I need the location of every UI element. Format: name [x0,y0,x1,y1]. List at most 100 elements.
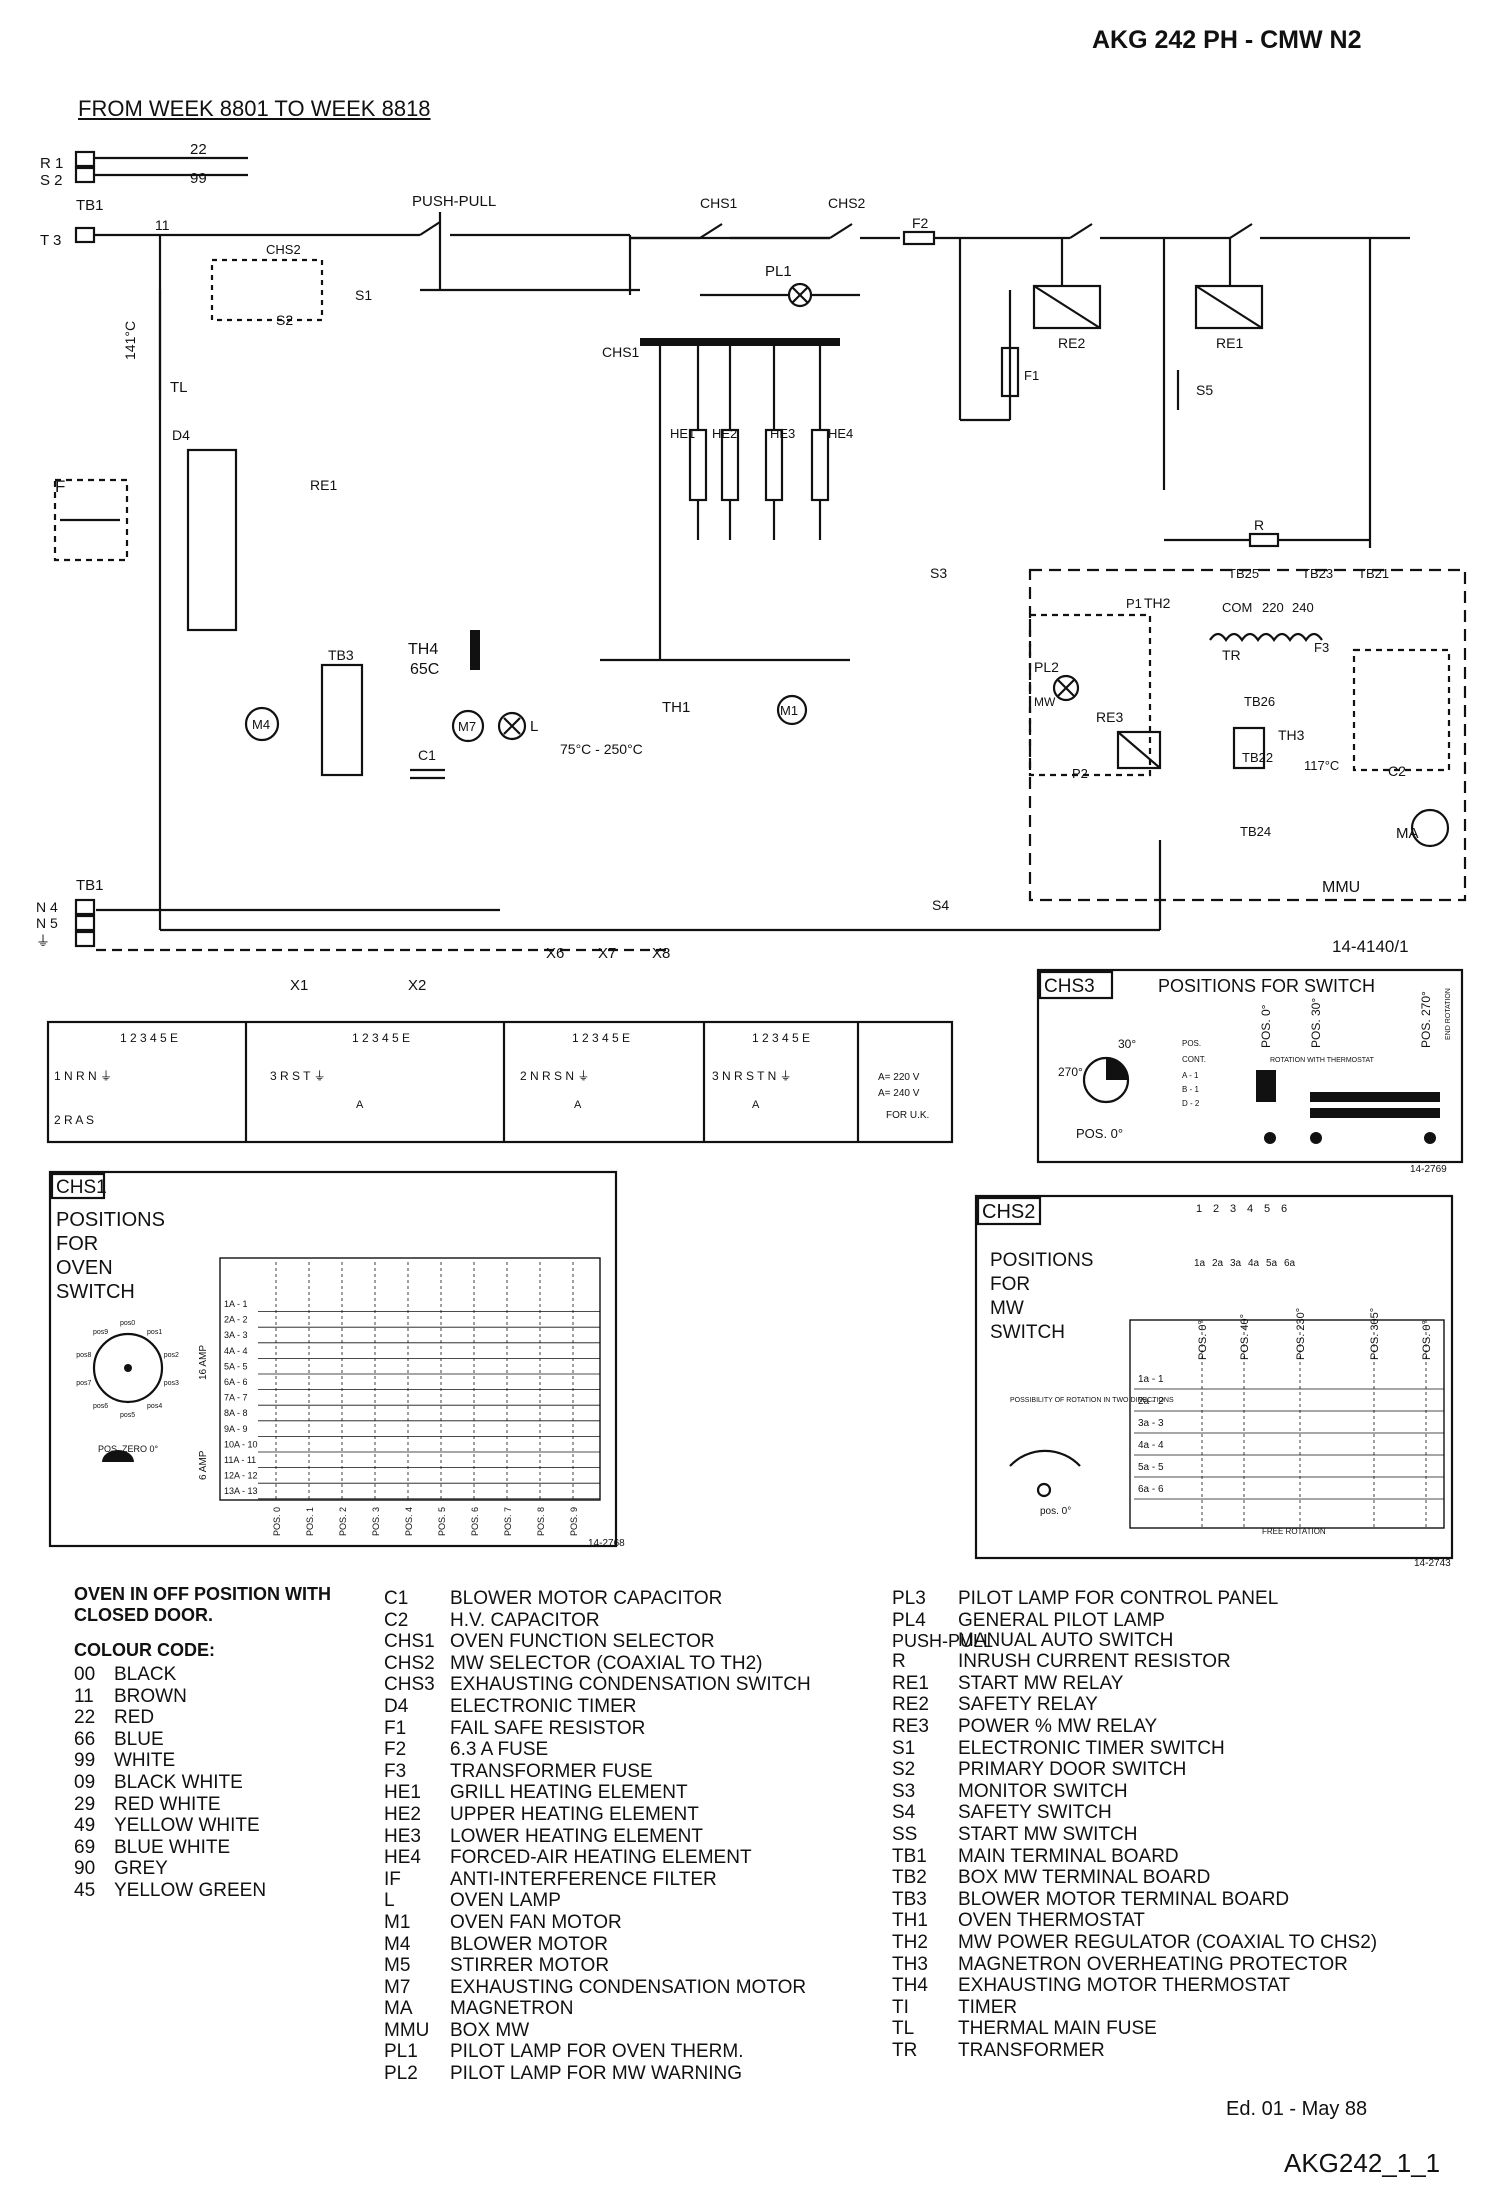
f1-resistor [1000,346,1020,398]
tb3-label: TB3 [328,647,354,663]
tb22-board [1232,726,1266,770]
tl-label: TL [170,379,188,396]
f1-label: F1 [1024,368,1039,383]
chs2-contact-row-label: 1a - 1 [1138,1374,1164,1385]
chs1-position-column-label: POS. 6 [470,1507,480,1536]
chs1-position-column-label: POS. 4 [404,1507,414,1536]
chs3-grid-cont: CONT. [1182,1055,1206,1064]
chs2-contact-row-label: 6a - 6 [1138,1484,1164,1495]
chs2-upper-left-label: CHS2 [266,242,301,257]
r-label: R [1254,517,1264,533]
d4-label: D4 [172,427,190,443]
conn1-terminals: 1 2 3 4 5 E [120,1031,178,1045]
th1-label: TH1 [662,699,690,716]
ma-label: MA [1396,825,1419,842]
c1-label: C1 [418,747,436,763]
if-label: F [55,477,65,496]
chs3-pos-0: POS. 0° [1259,1004,1273,1048]
re2-label: RE2 [1058,335,1085,351]
chs1-position-column-label: POS. 8 [536,1507,546,1536]
chs1-box-name: CHS1 [56,1177,107,1198]
conn4-row2: A [752,1099,760,1111]
chs2-dial-label: pos. 0° [1040,1506,1071,1517]
filter-if [53,478,129,562]
terminal-n4-label: N 4 [36,899,58,915]
terminal-r [74,150,96,168]
chs1-dial-label: pos9 [93,1329,108,1336]
conn-note-240: A= 240 V [878,1088,920,1099]
m7-label: M7 [458,719,476,734]
chs1-contact-row-label: 1A - 1 [224,1299,248,1309]
th4-label: TH4 [408,641,438,658]
tb26-label: TB26 [1244,694,1275,709]
re2-relay [1032,284,1102,330]
period-subtitle: FROM WEEK 8801 TO WEEK 8818 [78,96,431,121]
m1-motor [776,694,808,726]
chs3-end-note: END ROTATION [1445,988,1452,1040]
chs2-rotation-arc [1009,1449,1081,1467]
chs1-dial-label: pos6 [93,1403,108,1410]
conn3-row2: A [574,1099,582,1111]
chs3-grid-pos: POS. [1182,1039,1201,1048]
f3-label: F3 [1314,640,1329,655]
chs1-contact-row-label: 5A - 5 [224,1361,248,1371]
chs1-title-3: OVEN [56,1257,113,1279]
chs2-position-column-label: POS. 40° [1239,1314,1251,1360]
off-position-note: OVEN IN OFF POSITION WITH CLOSED DOOR. [74,1584,332,1625]
tl-temp-label: 141°C [122,321,138,360]
conn3-terminals: 1 2 3 4 5 E [572,1031,630,1045]
tb21-label: TB21 [1358,566,1389,581]
conn4-terminals: 1 2 3 4 5 E [752,1031,810,1045]
m1-label: M1 [780,703,798,718]
chs2-contact-bottom-label: 1a [1194,1258,1206,1269]
chs1-position-column-label: POS. 5 [437,1507,447,1536]
connection-diagrams: 1 2 3 4 5 E 1 N R N ⏚ 2 R A S 1 2 3 4 5 … [46,1020,954,1144]
wiring-schematic: 22 99 R 1 S 2 T 3 TB1 11 PUSH-PULL CHS1 … [36,141,1467,1569]
terminal-t [74,226,96,244]
edition-label: Ed. 01 - May 88 [1226,2098,1368,2120]
chs2-contact-top-label: 4 [1247,1203,1253,1215]
th2-p1-label: P1 [1126,596,1142,611]
earth-x6-label: X6 [546,945,564,962]
chs3-angle-30: 30° [1118,1037,1136,1051]
chs1-position-column-label: POS. 2 [338,1507,348,1536]
f2-label: F2 [912,215,929,231]
mmu-box [1028,568,1467,902]
chs3-row-d2: D - 2 [1182,1099,1200,1108]
re1-contact-label: RE1 [310,477,337,493]
chs3-pos-270: POS. 270° [1419,991,1433,1048]
chs2-top-label: CHS2 [828,195,866,211]
chs1-contact-bus [640,338,840,346]
pl2-label: PL2 [1034,659,1059,675]
push-pull-label: PUSH-PULL [412,193,496,210]
he3-label: HE3 [770,426,795,441]
terminal-earth-label: ⏚ [36,933,50,949]
wire-11-label: 11 [155,217,170,233]
earth-x7-label: X7 [598,945,616,962]
chs2-position-column-label: POS. 305° [1369,1308,1381,1360]
chs3-box-title: POSITIONS FOR SWITCH [1158,976,1375,996]
s1-label: S1 [355,287,372,303]
